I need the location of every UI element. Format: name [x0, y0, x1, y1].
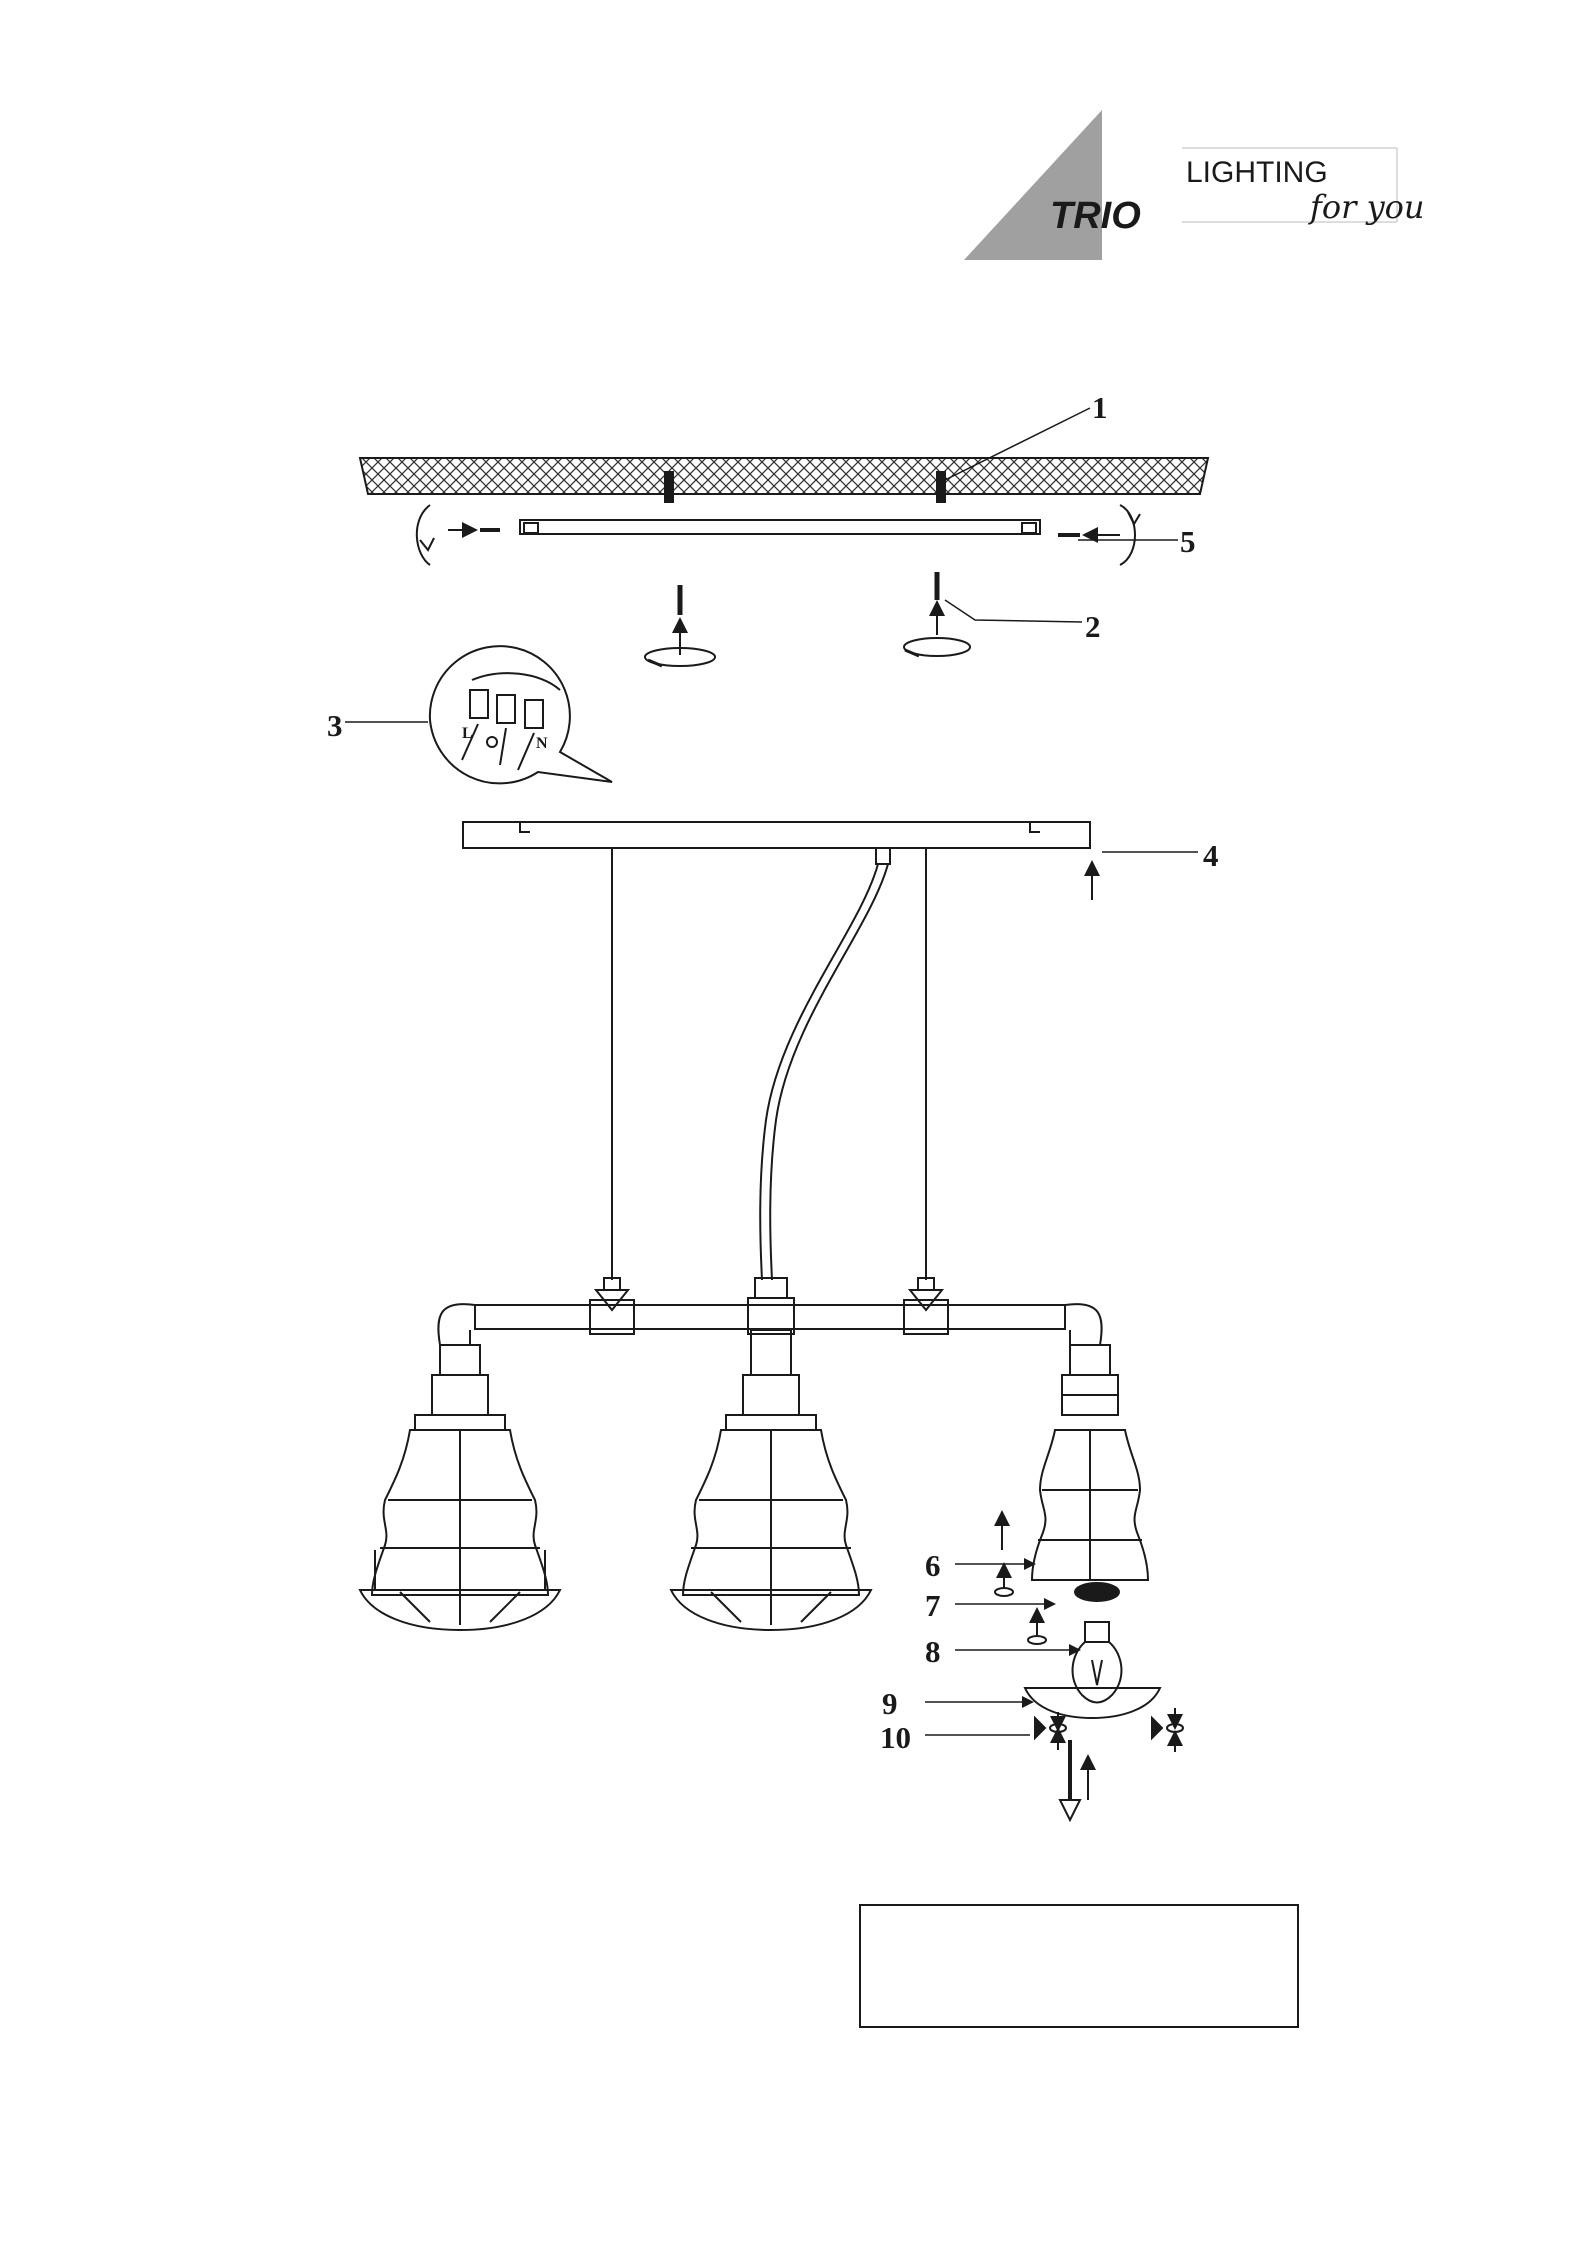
wire-n — [518, 733, 534, 770]
lamp-center-socket-top — [751, 1330, 791, 1375]
lamp-center-dish-rib-2 — [801, 1592, 831, 1622]
light-bulb — [1073, 1622, 1122, 1703]
terminal-n — [525, 700, 543, 728]
callout-1: 1 — [1092, 390, 1108, 425]
callout-6: 6 — [925, 1548, 941, 1583]
lamp-left-dish-rib-1 — [400, 1592, 430, 1622]
callout-10: 10 — [880, 1720, 911, 1755]
lamp-left-socket-top — [440, 1345, 480, 1375]
callout-3: 3 — [327, 708, 343, 743]
elbow-right — [1065, 1304, 1102, 1345]
lamp-left-dish-rib-2 — [490, 1592, 520, 1622]
terminal-l — [470, 690, 488, 718]
ceiling-screw-left — [645, 585, 715, 666]
side-screw-left — [417, 505, 500, 565]
glass-dish — [1025, 1688, 1160, 1718]
logo-tagline-top: LIGHTING — [1186, 156, 1328, 189]
canopy-slot-right — [1030, 822, 1040, 832]
side-screw-right — [1058, 505, 1140, 565]
logo-tagline-bottom: for you — [1308, 188, 1425, 226]
pipe-bar — [438, 1278, 1101, 1345]
ceiling-section — [360, 458, 1208, 666]
earth-symbol — [487, 737, 497, 747]
mounting-bracket — [520, 520, 1040, 534]
dish-screw-right — [1152, 1708, 1183, 1752]
lamp-center-socket-ring — [743, 1375, 799, 1415]
wiring-detail: L N — [430, 646, 612, 783]
ceiling-screw-right — [904, 572, 970, 656]
power-cord-right — [770, 864, 888, 1280]
bracket-hole-left — [524, 523, 538, 533]
logo-triangle — [964, 110, 1102, 260]
callout-7: 7 — [925, 1588, 941, 1623]
callout-5: 5 — [1180, 524, 1196, 559]
callout-2: 2 — [1085, 609, 1101, 644]
bracket-hole-right — [1022, 523, 1036, 533]
logo-brand: TRIO — [1050, 195, 1141, 237]
lamp-center-holder — [726, 1415, 816, 1430]
lamp-assembled-left — [360, 1345, 560, 1630]
holder-ring-marker — [995, 1588, 1013, 1596]
terminal-label-n: N — [536, 735, 548, 752]
callout-9: 9 — [882, 1686, 898, 1721]
trio-logo: TRIO LIGHTING for you — [964, 110, 1425, 260]
dish-screw-left — [1035, 1712, 1066, 1750]
lamp-left-holder — [415, 1415, 505, 1430]
holder-ring — [1075, 1583, 1119, 1601]
canopy-section — [463, 822, 1092, 1280]
allen-key — [1060, 1740, 1088, 1820]
wire-earth — [500, 728, 506, 765]
wall-plug-left — [665, 472, 673, 502]
leader-2 — [945, 600, 1082, 622]
callout-8: 8 — [925, 1634, 941, 1669]
canopy-plate — [463, 822, 1090, 848]
cable-clamp — [876, 848, 890, 864]
terminal-label-l: L — [462, 725, 473, 742]
lamp-exploded-right — [995, 1345, 1183, 1820]
ceiling-hatch — [360, 458, 1208, 494]
terminal-earth — [497, 695, 515, 723]
pipe-tube — [475, 1305, 1065, 1329]
callout-4: 4 — [1203, 838, 1219, 873]
elbow-left — [438, 1304, 475, 1345]
lamp-assembled-center — [671, 1330, 871, 1630]
info-box — [860, 1905, 1298, 2027]
lamp-right-socket-top — [1070, 1345, 1110, 1375]
wall-plug-right — [937, 472, 945, 502]
bulb-marker — [1028, 1636, 1046, 1644]
wire-bundle — [472, 673, 560, 690]
lamp-center-dish-rib-1 — [711, 1592, 741, 1622]
canopy-slot-left — [520, 822, 530, 832]
lamp-left-socket-ring — [432, 1375, 488, 1415]
